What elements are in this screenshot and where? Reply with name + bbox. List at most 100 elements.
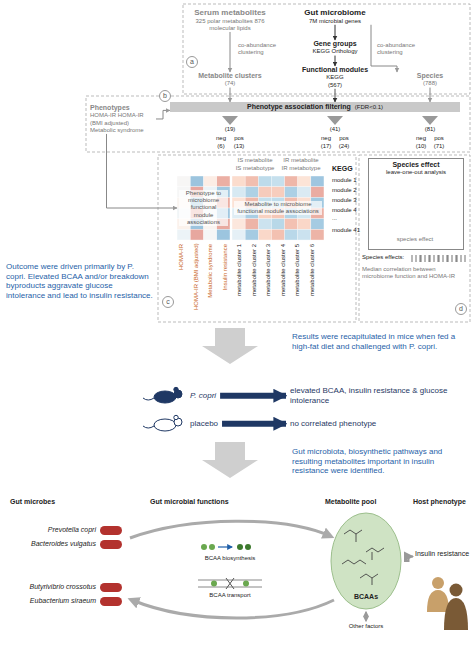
biosynthesis-icon xyxy=(201,544,251,550)
other-factors-arrow xyxy=(365,612,366,621)
transport-icon xyxy=(211,581,217,587)
person-icon xyxy=(427,577,468,630)
molecule-sketch xyxy=(366,548,384,560)
node-text: HOMA-IR HOMA-IR (BMI adjusted) Metabolic… xyxy=(90,112,156,134)
data-group: Species(788) xyxy=(395,72,465,88)
biosynthesis-icon xyxy=(218,546,232,547)
annotation-label: Other factors xyxy=(336,623,396,630)
species-ticks xyxy=(465,255,466,262)
mouse-icon xyxy=(143,398,154,400)
annotation-label: Gut microbes xyxy=(10,498,90,506)
transport-icon xyxy=(198,587,262,588)
flow-arc xyxy=(130,521,330,538)
biosynthesis-icon xyxy=(245,544,251,550)
big-arrow xyxy=(202,328,258,364)
transport-icon xyxy=(243,581,249,587)
group-label: placebo xyxy=(190,419,218,429)
connector xyxy=(335,56,336,66)
heatmap xyxy=(232,176,245,187)
mouse-icon xyxy=(174,415,178,419)
node-text: Species xyxy=(395,72,465,80)
annotation-label: metabolite cluster 1 xyxy=(236,244,243,310)
node-text: Metabolite clusters xyxy=(185,72,275,80)
connector xyxy=(230,32,231,72)
species-ticks xyxy=(420,255,421,262)
node-text: P. copri xyxy=(190,391,216,401)
heatmap xyxy=(204,229,217,240)
node-text: elevated BCAA, insulin resistance & gluc… xyxy=(290,386,462,405)
mouse-icon xyxy=(143,426,154,428)
big-arrow xyxy=(202,328,258,478)
annotation-label: pos xyxy=(432,135,446,142)
molecule-sketch xyxy=(360,574,378,585)
node-text: b xyxy=(160,91,170,101)
annotation-label: Metabolic syndrome xyxy=(207,244,214,310)
annotation-label: metabolite cluster 5 xyxy=(294,244,301,310)
node-text: placebo xyxy=(190,419,218,429)
annotation-label: co-abundance clustering xyxy=(238,42,284,56)
node-text: Gene groups xyxy=(290,40,380,48)
connector xyxy=(222,421,286,427)
species-ticks xyxy=(416,255,417,262)
connector xyxy=(404,556,413,561)
annotation-label: pos xyxy=(337,135,351,142)
ellipse-shape xyxy=(331,513,401,609)
connector xyxy=(335,25,336,40)
node-text: Serum metabolites xyxy=(185,8,275,18)
person-icon xyxy=(427,590,449,612)
heatmap xyxy=(285,176,298,187)
heatmap xyxy=(190,176,203,187)
node-text: a xyxy=(187,57,197,67)
annotation-label: neg xyxy=(319,135,333,142)
mouse-icon xyxy=(143,415,182,431)
node-text: Gut microbiome xyxy=(290,8,380,18)
heatmap xyxy=(271,187,284,198)
heatmap xyxy=(298,176,311,187)
heatmap xyxy=(190,229,203,240)
heatmap xyxy=(298,219,311,230)
heatmap xyxy=(285,187,298,198)
node-text: (FDR<0.1) xyxy=(355,104,383,111)
heatmap xyxy=(311,219,324,230)
annotation-label: HOMA-IR (BMI adjusted) xyxy=(193,244,200,310)
annotation-label: Butyrivibrio crossotus xyxy=(4,583,96,591)
node-text: (74) xyxy=(185,80,275,87)
heatmap xyxy=(217,176,230,187)
panel-letter: a xyxy=(186,56,198,68)
heatmap xyxy=(245,176,258,187)
heatmap-block: Phenotype to microbiome functional modul… xyxy=(177,176,230,240)
panel-letter: d xyxy=(455,303,467,315)
panel-letter: c xyxy=(162,296,174,308)
annotation-label: pos xyxy=(232,135,246,142)
species-ticks xyxy=(448,255,449,262)
biosynthesis-icon xyxy=(237,544,243,550)
data-group: Metabolite clusters(74) xyxy=(185,72,275,88)
annotation-label: (17) xyxy=(319,143,333,150)
annotation-label: metabolite cluster 2 xyxy=(251,244,258,310)
connector xyxy=(430,88,431,102)
heatmap xyxy=(232,187,245,198)
heatmap xyxy=(311,176,324,187)
mouse-icon xyxy=(154,419,176,431)
heatmap xyxy=(298,229,311,240)
heatmap xyxy=(311,229,324,240)
molecule-sketch xyxy=(344,530,362,542)
annotation-label: (24) xyxy=(337,143,351,150)
annotation-label: metabolite cluster 4 xyxy=(280,244,287,310)
filter-band: Phenotype association filtering(FDR<0.1) xyxy=(170,102,460,112)
species-ticks xyxy=(429,255,430,262)
node-text: leave-one-out analysis xyxy=(373,169,459,176)
panel-frame xyxy=(158,155,356,322)
source-heading: Serum metabolites325 polar metabolites 8… xyxy=(185,8,275,32)
heatmap xyxy=(271,219,284,230)
annotation-label: Host phenotype xyxy=(413,498,473,506)
connector xyxy=(156,110,170,119)
mouse-icon xyxy=(143,387,182,403)
heatmap xyxy=(217,229,230,240)
bacterium xyxy=(100,540,122,549)
species-ticks xyxy=(456,255,457,262)
heatmap xyxy=(298,187,311,198)
mouse-icon xyxy=(174,387,178,391)
funnel xyxy=(422,116,438,125)
annotation-label: Results were recapitulated in mice when … xyxy=(292,332,468,351)
